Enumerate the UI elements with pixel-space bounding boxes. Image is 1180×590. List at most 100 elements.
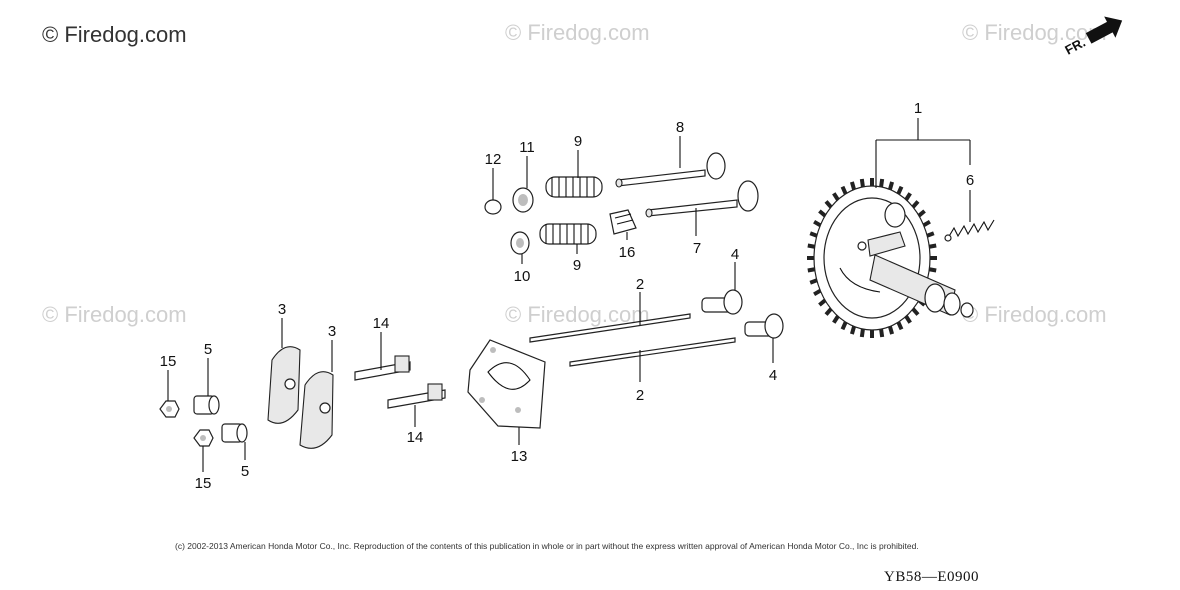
watermark: © Firedog.com: [42, 302, 187, 327]
rocker-body: [267, 346, 301, 424]
watermark: © Firedog.com: [505, 20, 650, 45]
gear-tooth: [911, 307, 920, 316]
part-valve-exhaust: [615, 152, 726, 188]
callout-12: 12: [485, 151, 502, 168]
callout-3: 3: [278, 301, 286, 318]
callout-5: 5: [241, 463, 249, 480]
valve-stem: [617, 169, 706, 187]
spring-body: [539, 223, 597, 245]
part-valve-stem-seal: [609, 209, 637, 235]
gear-tooth: [911, 200, 920, 209]
part-valve-intake: [645, 180, 759, 218]
callout-4: 4: [731, 246, 739, 263]
callout-9: 9: [574, 133, 582, 150]
callout-8: 8: [676, 119, 684, 136]
copyright-notice: (c) 2002-2013 American Honda Motor Co., …: [175, 541, 919, 551]
gear-tooth: [832, 192, 840, 201]
part-nut-lower: [193, 429, 214, 447]
plate-hole: [479, 397, 485, 403]
gear-tooth: [887, 325, 895, 335]
gear-tooth: [896, 185, 904, 195]
retainer-hole: [518, 194, 528, 206]
part-push-rod-upper: [529, 313, 691, 343]
callout-4: 4: [769, 367, 777, 384]
part-tappet-lower: [744, 313, 784, 339]
pivot-face: [236, 423, 248, 443]
valve-head: [737, 180, 759, 212]
spring-hook: [944, 234, 952, 242]
arrow-icon: [1085, 16, 1123, 44]
gear-teeth: [807, 178, 937, 338]
gear-tooth: [840, 185, 848, 195]
cam-lobe: [924, 283, 946, 313]
callout-13: 13: [511, 448, 528, 465]
nut-hole: [200, 435, 206, 441]
part-valve-spring-lower: [539, 223, 597, 245]
rocker-body: [299, 371, 334, 449]
gear-tooth: [904, 192, 912, 201]
part-decompressor-spring: [944, 219, 995, 242]
callout-5: 5: [204, 341, 212, 358]
nut-hole: [166, 406, 172, 412]
valve-tip: [615, 178, 623, 188]
gear-tooth: [807, 267, 816, 273]
gear-tooth: [859, 178, 865, 188]
stud-collar: [427, 383, 443, 401]
gear-pin: [857, 241, 867, 251]
part-valve-cap: [484, 199, 502, 215]
cam-lobe: [943, 292, 961, 316]
rocker-pivot: [319, 402, 331, 414]
part-push-rod-guide-plate: [467, 339, 546, 429]
gear-tooth: [879, 178, 885, 188]
part-stud-bolt-lower: [387, 383, 446, 409]
gear-tooth: [824, 200, 833, 209]
retainer-hole: [516, 238, 524, 248]
valve-tip: [645, 208, 653, 218]
part-push-rod-lower: [569, 337, 736, 367]
watermark-main: © Firedog.com: [42, 22, 187, 47]
part-nut-upper: [159, 400, 180, 418]
gear-spring-line: [839, 267, 881, 293]
seal-ribs: [614, 213, 634, 225]
plate: [467, 339, 546, 429]
watermark: © Firedog.com: [962, 302, 1107, 327]
part-camshaft-gear: [807, 178, 974, 338]
rocker-pivot: [284, 378, 296, 390]
gear-tooth: [917, 209, 926, 218]
gear-tooth: [926, 231, 935, 238]
callout-16: 16: [619, 244, 636, 261]
callout-6: 6: [966, 172, 974, 189]
callout-numbers: 1 6 8 7 9 9 11 12 10 16 2 2 4 4 3 3 14 1…: [160, 100, 975, 492]
valve-stem: [647, 199, 738, 217]
gear-tooth: [813, 219, 822, 228]
gear-tooth: [809, 278, 818, 285]
decompressor-weight: [884, 202, 906, 228]
plate-hole: [490, 347, 496, 353]
part-rocker-pivot-upper: [193, 395, 220, 415]
callout-15: 15: [195, 475, 212, 492]
callout-14: 14: [407, 429, 424, 446]
watermark: © Firedog.com: [505, 302, 650, 327]
part-rocker-arm-left: [267, 346, 301, 424]
cap: [484, 199, 502, 215]
spring-coils: [551, 177, 595, 197]
spring-body: [545, 176, 603, 198]
gear-tooth: [904, 315, 912, 324]
gear-tooth: [887, 181, 895, 191]
callout-14: 14: [373, 315, 390, 332]
gear-tooth: [809, 231, 818, 238]
gear-inner-rim: [823, 197, 921, 319]
valve-head: [706, 152, 726, 180]
leader-lines: [167, 118, 971, 472]
part-rocker-arm-right: [299, 371, 334, 449]
decompressor-arm: [867, 231, 906, 257]
tappet-head: [764, 313, 784, 339]
gear-tooth: [818, 209, 827, 218]
part-spring-retainer-upper: [512, 187, 534, 213]
callout-1: 1: [914, 100, 922, 117]
gear-tooth: [807, 243, 816, 249]
gear-tooth: [859, 328, 865, 338]
callout-7: 7: [693, 240, 701, 257]
gear-tooth: [879, 328, 885, 338]
tappet-head: [723, 289, 743, 315]
